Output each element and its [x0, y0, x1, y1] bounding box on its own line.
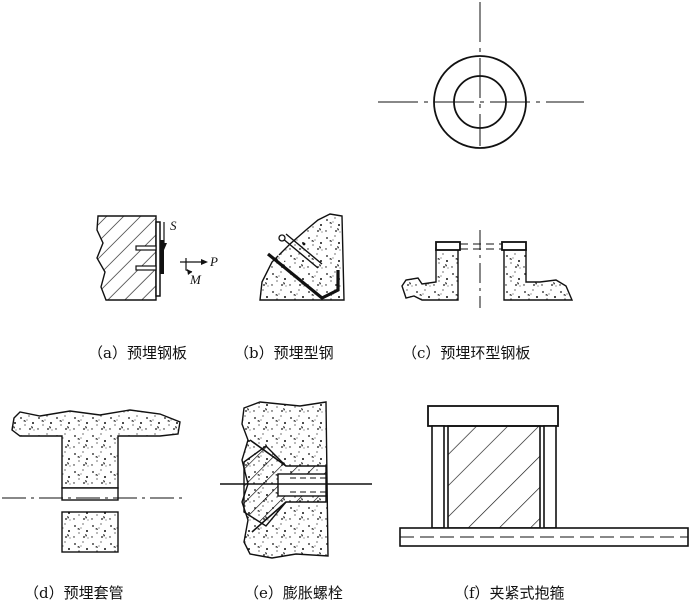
clamp-top-plate	[427, 405, 559, 427]
column-hatched	[447, 425, 541, 529]
clamp-hoop-figure	[399, 405, 689, 547]
concrete-right	[503, 247, 574, 301]
clamp-bolt-left	[431, 425, 445, 529]
caption-f: （f）夹紧式抱箍	[454, 584, 565, 602]
bolt-sleeve	[277, 473, 327, 497]
ring-plate-left	[435, 241, 461, 251]
concrete-corner	[259, 213, 345, 301]
concrete-left	[401, 247, 459, 301]
caption-a: （a）预埋钢板	[88, 344, 187, 362]
caption-c: （c）预埋环型钢板	[402, 344, 530, 362]
ring-plate-plan-view	[378, 2, 584, 149]
anchor-bar-top	[135, 245, 157, 251]
embedded-steel-plate-figure: S P M	[96, 215, 218, 301]
moment-label: M	[189, 272, 202, 287]
caption-d: （d）预埋套管	[24, 584, 124, 602]
shear-force-label: S	[170, 218, 177, 233]
slab-top	[11, 409, 181, 489]
angle-steel	[266, 252, 340, 300]
caption-b: （b）预埋型钢	[234, 344, 334, 362]
clamp-bolt-right	[543, 425, 557, 529]
anchor-bar-bottom	[135, 265, 157, 271]
caption-e: （e）膨胀螺栓	[244, 584, 343, 602]
axial-force-label: P	[209, 254, 218, 269]
sleeve	[61, 487, 119, 501]
ring-plate-right	[501, 241, 527, 251]
embedded-sleeve-figure	[2, 409, 184, 553]
embedded-section-steel-figure	[259, 213, 345, 301]
attached-member	[160, 240, 164, 274]
steel-plate	[155, 221, 161, 297]
embedded-ring-plate-section	[401, 230, 574, 308]
slab-bottom	[61, 511, 119, 553]
expansion-bolt-figure	[220, 401, 372, 559]
concrete-wall-hatched	[96, 215, 157, 301]
